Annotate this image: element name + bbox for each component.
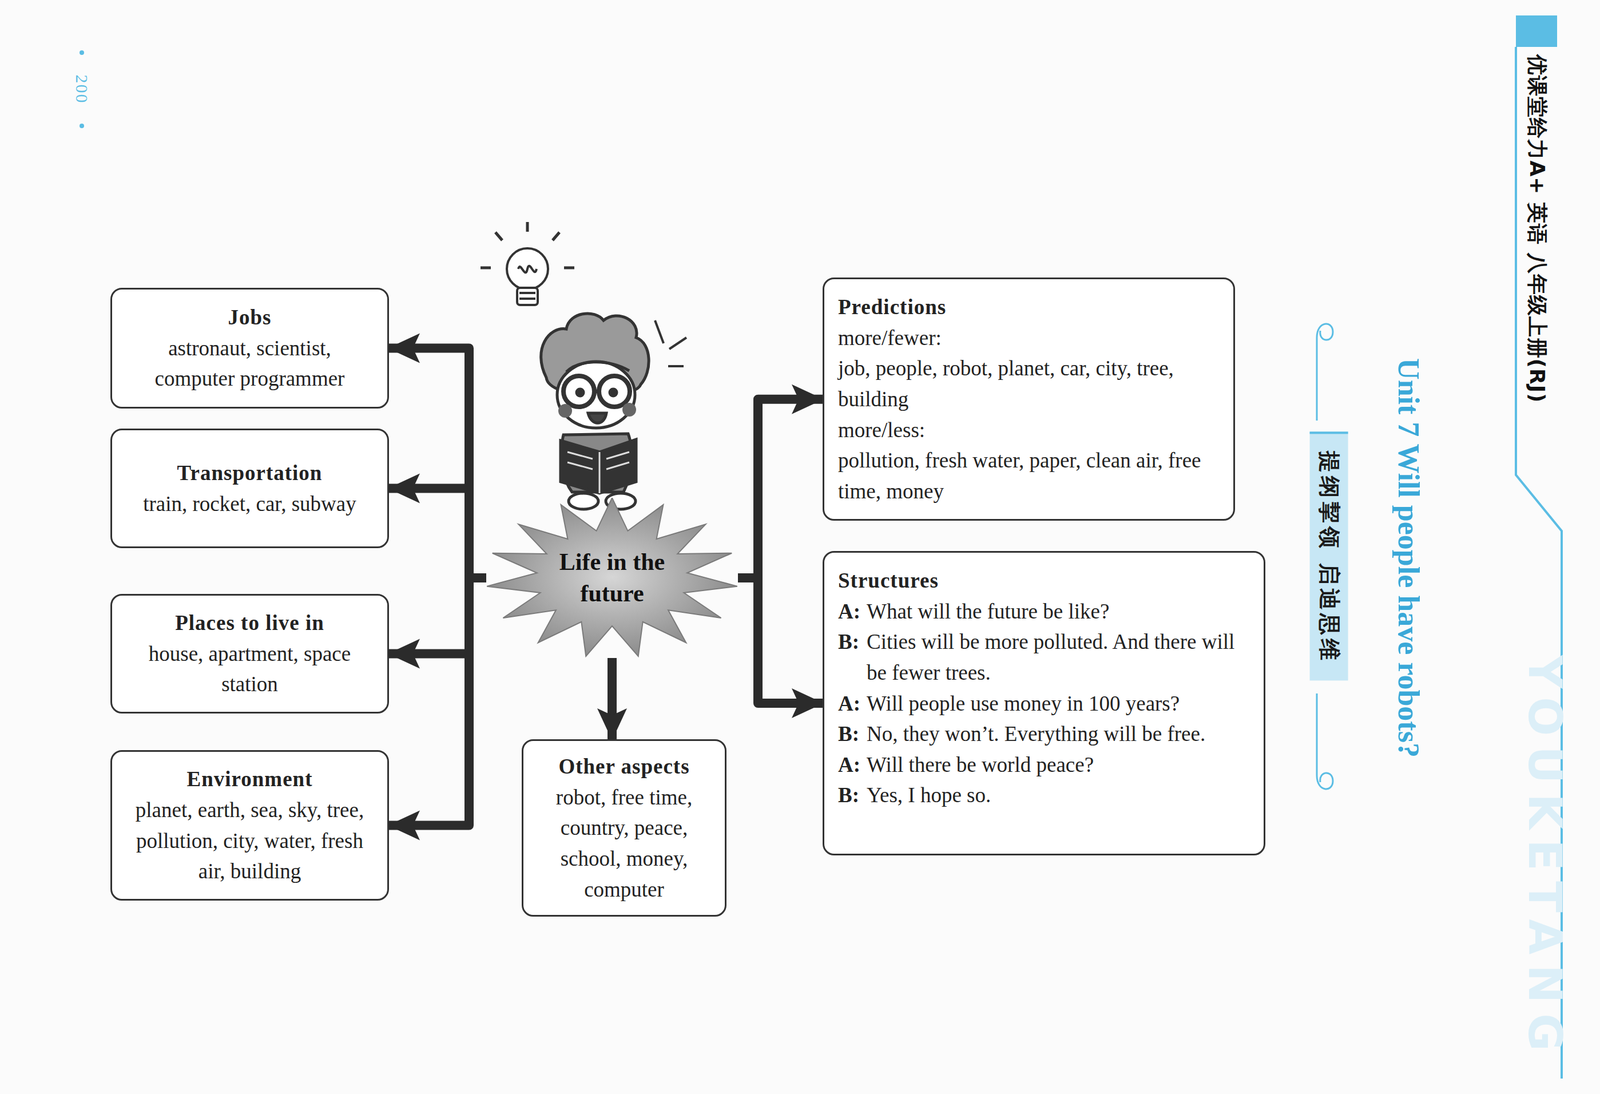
box-heading: Predictions: [838, 291, 1220, 323]
dialog-line: A:What will the future be like?: [838, 596, 1250, 627]
branch-arrow: [388, 577, 487, 826]
topic-box: Transportationtrain, rocket, car, subway: [110, 428, 389, 549]
topic-box: Other aspectsrobot, free time, country, …: [521, 739, 727, 917]
box-text: house, apartment, space station: [126, 638, 373, 700]
dialog-line: B:No, they won’t. Everything will be fre…: [838, 718, 1250, 750]
section-band: 提纲挈领 启迪思维: [1309, 431, 1348, 681]
box-text: pollution, fresh water, paper, clean air…: [838, 445, 1220, 507]
reading-kid: [541, 313, 687, 510]
topic-box: Places to live inhouse, apartment, space…: [110, 593, 389, 714]
speaker: A:: [838, 688, 867, 720]
page-dot: [79, 123, 85, 129]
branch-arrow: [607, 657, 617, 740]
tab-block: [1515, 15, 1558, 47]
speaker: B:: [838, 626, 867, 688]
page-number: 200: [72, 74, 92, 105]
topic-box: Environmentplanet, earth, sea, sky, tree…: [110, 749, 389, 901]
dialog-text: Yes, I hope so.: [866, 779, 1250, 811]
topic-box: Jobsastronaut, scientist, computer progr…: [110, 287, 389, 409]
box-text: more/fewer:: [838, 322, 1220, 354]
band-text: 提纲挈领 启迪思维: [1312, 450, 1345, 663]
ornament: [1316, 693, 1333, 789]
box-heading: Transportation: [126, 457, 373, 489]
watermark: YOUKETANG: [1518, 654, 1572, 1062]
page-dot: [79, 50, 85, 55]
branch-arrow: [388, 348, 487, 579]
dialog-line: B:Yes, I hope so.: [838, 779, 1250, 811]
predictions-box: Predictionsmore/fewer:job, people, robot…: [822, 277, 1236, 521]
box-text: robot, free time, country, peace, school…: [538, 781, 710, 905]
dialog-text: What will the future be like?: [866, 596, 1250, 627]
box-heading: Structures: [838, 565, 1250, 597]
light-bulb: [480, 221, 575, 305]
speaker: A:: [838, 749, 867, 781]
central-starburst: Life in the future: [486, 497, 738, 658]
speaker: B:: [838, 718, 867, 750]
dialog-text: Cities will be more polluted. And there …: [866, 626, 1250, 688]
speaker: B:: [838, 779, 867, 811]
box-heading: Jobs: [126, 302, 373, 333]
speaker: A:: [838, 596, 867, 627]
box-text: more/less:: [838, 414, 1220, 446]
branch-arrow: [737, 399, 823, 578]
branch-arrow: [388, 488, 487, 579]
dialog-text: No, they won’t. Everything will be free.: [866, 718, 1250, 750]
box-heading: Environment: [126, 763, 373, 795]
unit-title: Unit 7 Will people have robots?: [1391, 358, 1426, 758]
structures-box: StructuresA:What will the future be like…: [822, 550, 1266, 856]
box-text: train, rocket, car, subway: [126, 488, 373, 520]
ornament: [1316, 323, 1333, 421]
dialog-line: B:Cities will be more polluted. And ther…: [838, 626, 1250, 688]
starburst-shape: [486, 497, 738, 658]
box-text: astronaut, scientist, computer programme…: [126, 332, 373, 395]
dialog-text: Will there be world peace?: [866, 749, 1250, 781]
book-header: 优课堂给力A+ 英语 八年级上册(RJ): [1522, 54, 1551, 403]
dialog-text: Will people use money in 100 years?: [866, 688, 1250, 720]
box-heading: Other aspects: [538, 751, 710, 782]
central-topic: Life in the future: [546, 546, 678, 609]
dialog-line: A:Will there be world peace?: [838, 749, 1250, 781]
dialog-line: A:Will people use money in 100 years?: [838, 688, 1250, 720]
branch-arrow: [737, 577, 823, 704]
box-text: planet, earth, sea, sky, tree, pollution…: [126, 794, 373, 887]
box-heading: Places to live in: [126, 607, 373, 639]
box-text: job, people, robot, planet, car, city, t…: [838, 352, 1220, 415]
